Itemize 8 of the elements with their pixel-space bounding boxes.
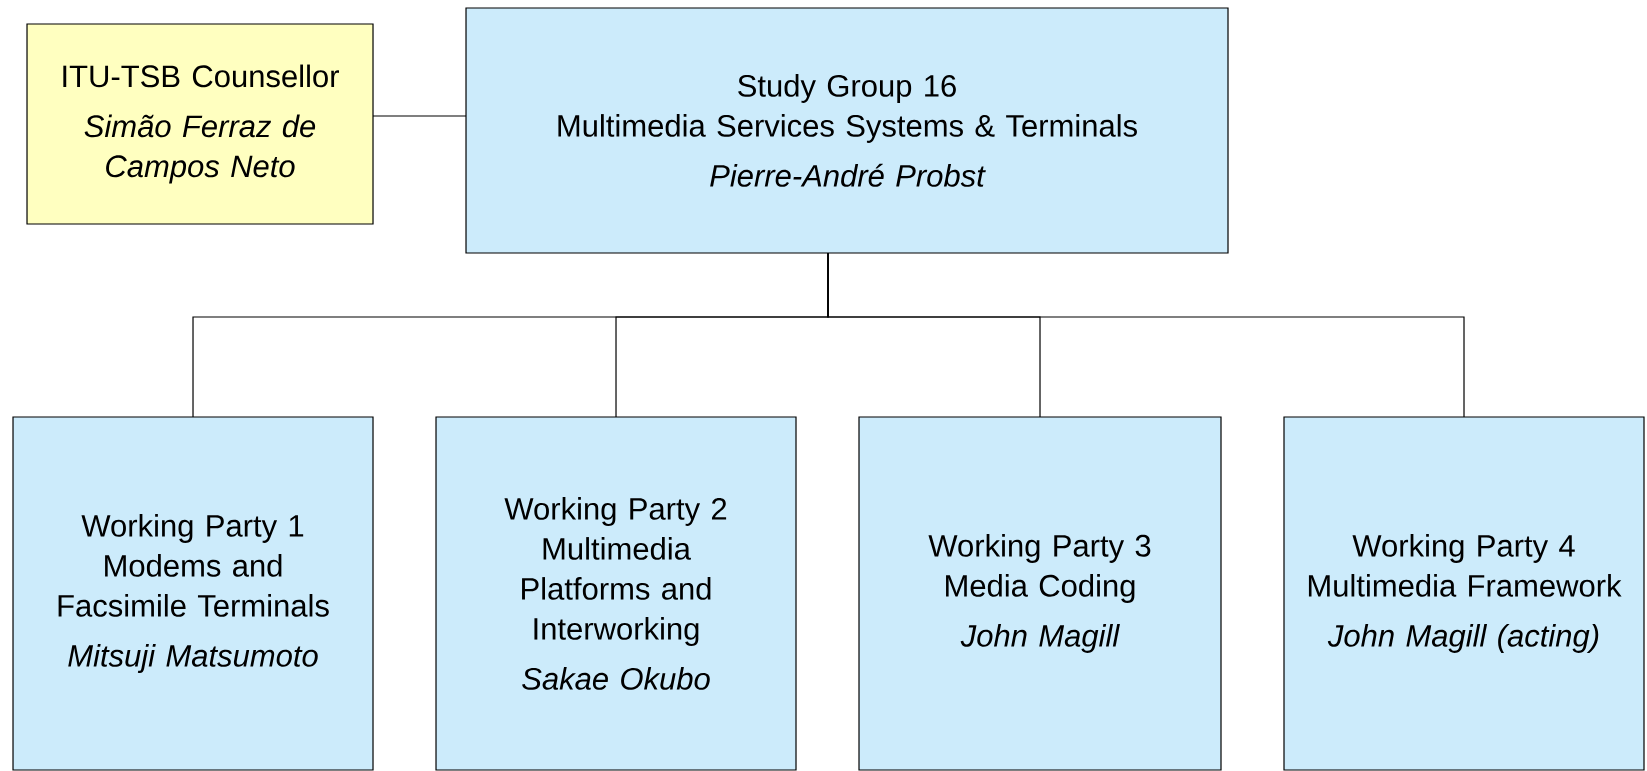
org-box: ITU-TSB Counsellor Simão Ferraz de Campos Neto (26, 23, 374, 225)
org-box: Working Party 3 Media Coding John Magill (858, 416, 1222, 771)
connector-line (827, 252, 1465, 418)
org-box: Working Party 4 Multimedia Framework John Magill (acting) (1283, 416, 1645, 771)
org-box: Study Group 16 Multimedia Services Systems & Terminals Pierre-André Probst (465, 7, 1229, 254)
org-box: Working Party 1 Modems and Facsimile Terminals Mitsuji Matsumoto (12, 416, 374, 771)
org-box: Working Party 2 Multimedia Platforms and Interworking Sakae Okubo (435, 416, 797, 771)
connector-line (372, 115, 467, 117)
